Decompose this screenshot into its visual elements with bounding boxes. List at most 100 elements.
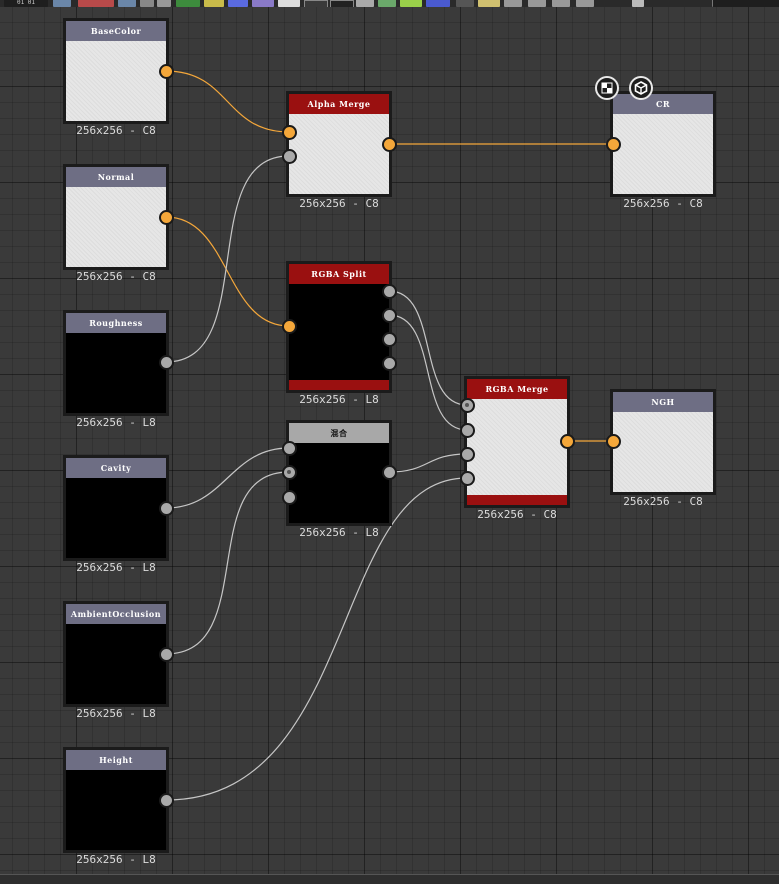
toolbar-button-11[interactable] [304,0,328,7]
toolbar-button-1[interactable] [53,0,71,7]
toolbar-button-6[interactable] [176,0,200,7]
toolbar-button-16[interactable] [426,0,450,7]
node-title: CR [613,94,713,114]
toolbar: 01 01 [0,0,779,7]
node-height[interactable]: Height 256x256 - L8 [63,747,169,866]
toolbar-button-15[interactable] [400,0,422,7]
input-socket-rgbamerge-a[interactable] [459,470,475,486]
node-frame: NGH [610,389,716,495]
input-socket-rgbamerge-b[interactable] [459,446,475,462]
node-cr-output[interactable]: CR 256x256 - C8 [610,91,716,210]
node-title: Cavity [66,458,166,478]
input-socket-rgbamerge-r[interactable] [459,397,475,413]
input-socket-rgbasplit[interactable] [281,318,297,334]
toolbar-button-19[interactable] [504,0,522,7]
toolbar-button-18[interactable] [478,0,500,7]
status-bar [0,874,779,884]
toolbar-dropdown[interactable] [712,0,779,7]
output-socket-roughness[interactable] [158,354,174,370]
toolbar-button-17[interactable] [456,0,474,7]
output-socket-blend[interactable] [381,464,397,480]
wire-basecolor-to-alphamerge [165,70,290,133]
output-socket-rgbasplit-g[interactable] [381,307,397,323]
cube-icon[interactable] [629,76,653,100]
node-frame: 混合 [286,420,392,526]
node-roughness[interactable]: Roughness 256x256 - L8 [63,310,169,429]
node-thumbnail [467,399,567,505]
node-title: NGH [613,392,713,412]
toolbar-button-4[interactable] [140,0,154,7]
node-frame: Alpha Merge [286,91,392,197]
node-resolution: 256x256 - C8 [76,270,156,283]
input-socket-alphamerge-alpha[interactable] [281,148,297,164]
input-socket-blend-background[interactable] [281,464,297,480]
input-socket-blend-mask[interactable] [281,489,297,505]
wire-cavity-to-blend [165,447,290,509]
toolbar-button-12[interactable] [330,0,354,7]
output-socket-normal[interactable] [158,209,174,225]
frame-counter: 01 01 [4,0,48,7]
wire-normal-to-rgbasplit [165,216,290,327]
output-socket-rgbasplit-a[interactable] [381,355,397,371]
node-rgba-merge[interactable]: RGBA Merge 256x256 - C8 [464,376,570,521]
node-thumbnail [289,284,389,390]
output-socket-height[interactable] [158,792,174,808]
toolbar-button-3[interactable] [118,0,136,7]
node-thumbnail [66,478,166,558]
toolbar-button-23[interactable] [632,0,644,7]
node-title: 混合 [289,423,389,443]
node-basecolor[interactable]: BaseColor 256x256 - C8 [63,18,169,137]
output-socket-ambient-occlusion[interactable] [158,646,174,662]
node-resolution: 256x256 - C8 [623,495,703,508]
node-frame: AmbientOcclusion [63,601,169,707]
node-resolution: 256x256 - C8 [623,197,703,210]
toolbar-button-10[interactable] [278,0,300,7]
toolbar-button-7[interactable] [204,0,224,7]
node-title: BaseColor [66,21,166,41]
toolbar-button-22[interactable] [576,0,594,7]
toolbar-button-2[interactable] [78,0,114,7]
toolbar-button-5[interactable] [157,0,171,7]
node-thumbnail [66,624,166,704]
node-title: Height [66,750,166,770]
node-normal[interactable]: Normal 256x256 - C8 [63,164,169,283]
toolbar-button-13[interactable] [356,0,374,7]
toolbar-button-21[interactable] [552,0,570,7]
node-title: Normal [66,167,166,187]
node-title: Roughness [66,313,166,333]
node-status-bar [289,380,389,390]
node-alpha-merge[interactable]: Alpha Merge 256x256 - C8 [286,91,392,210]
node-frame: RGBA Merge [464,376,570,508]
node-title: RGBA Merge [467,379,567,399]
checker-icon[interactable] [595,76,619,100]
node-frame: CR [610,91,716,197]
node-thumbnail [613,412,713,492]
node-title: AmbientOcclusion [66,604,166,624]
output-socket-basecolor[interactable] [158,63,174,79]
wire-roughness-to-alphamerge [165,155,290,363]
input-socket-ngh[interactable] [605,433,621,449]
toolbar-button-9[interactable] [252,0,274,7]
output-socket-cavity[interactable] [158,500,174,516]
node-cavity[interactable]: Cavity 256x256 - L8 [63,455,169,574]
node-ambient-occlusion[interactable]: AmbientOcclusion 256x256 - L8 [63,601,169,720]
node-frame: RGBA Split [286,261,392,393]
output-socket-rgbasplit-b[interactable] [381,331,397,347]
input-socket-rgbamerge-g[interactable] [459,422,475,438]
toolbar-button-20[interactable] [528,0,546,7]
toolbar-button-8[interactable] [228,0,248,7]
input-socket-cr[interactable] [605,136,621,152]
input-socket-alphamerge-rgb[interactable] [281,124,297,140]
node-rgba-split[interactable]: RGBA Split 256x256 - L8 [286,261,392,406]
input-socket-blend-foreground[interactable] [281,440,297,456]
output-socket-alphamerge[interactable] [381,136,397,152]
node-resolution: 256x256 - L8 [76,561,156,574]
output-socket-rgbamerge[interactable] [559,433,575,449]
output-socket-rgbasplit-r[interactable] [381,283,397,299]
node-resolution: 256x256 - L8 [299,393,379,406]
node-ngh-output[interactable]: NGH 256x256 - C8 [610,389,716,508]
node-frame: BaseColor [63,18,169,124]
node-blend[interactable]: 混合 256x256 - L8 [286,420,392,539]
toolbar-button-14[interactable] [378,0,396,7]
